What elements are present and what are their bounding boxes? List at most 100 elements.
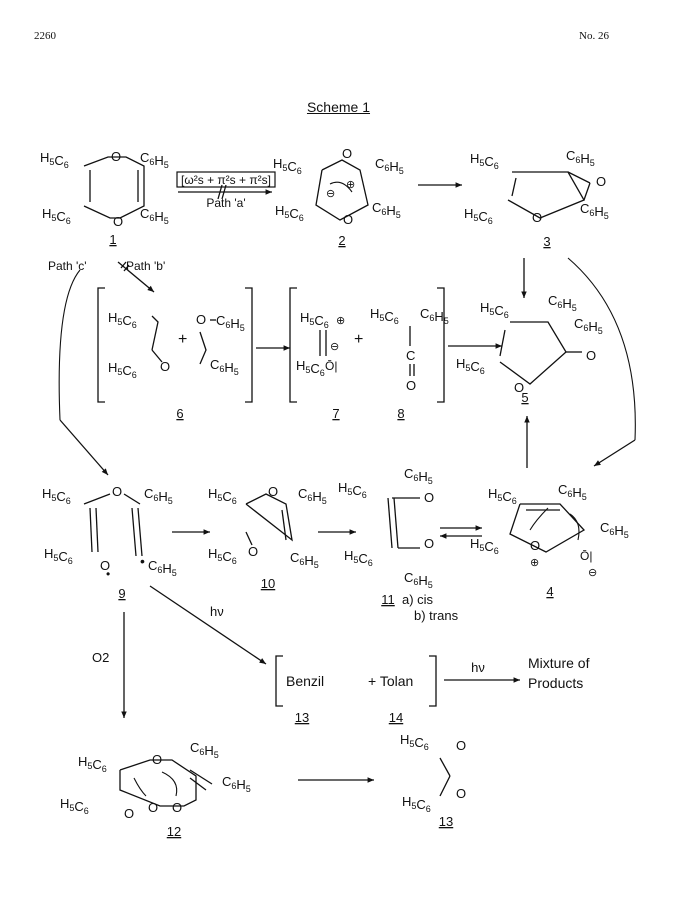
compound-number: 13 [439,814,453,829]
electron-arrow [133,777,147,797]
atom-label: ⊖ [326,188,335,200]
arrow-head [283,345,290,351]
atom-label: O [124,806,134,821]
path-c-arrow [59,419,109,476]
epoxide [567,171,591,184]
atom-label: + [354,331,363,348]
double-bond [89,507,93,553]
arrow-head [121,711,127,718]
phenyl-label: H5C6 [464,206,493,226]
phenyl-label: H5C6 [456,356,485,376]
arrow-head [101,468,108,475]
phenyl-label: H5C6 [208,486,237,506]
atom-label: + [178,331,187,348]
o2-label: O2 [92,650,109,665]
atom-label: C [406,348,415,363]
blocked-mark [217,184,223,200]
phenyl-label: H5C6 [275,203,304,223]
compound-number: 9 [118,586,125,601]
page-number: 2260 [34,30,56,42]
phenyl-label: H5C6 [300,310,329,330]
phenyl-label: C6H5 [404,466,433,486]
blocked-mark [221,184,227,200]
arrow-head [367,777,374,783]
compound-number: 4 [546,584,553,599]
phenyl-label: H5C6 [78,754,107,774]
phenyl-label: C6H5 [144,486,173,506]
bracket-left-13 [275,655,283,707]
atom-label: ⊖ [588,567,597,579]
atom-label: O [532,210,542,225]
arrow-head [521,291,527,298]
phenyl-label: C6H5 [140,150,169,170]
phenyl-label: H5C6 [338,480,367,500]
bracket-right-6 [245,287,253,403]
ring-3 [507,171,585,219]
bond [439,757,451,777]
phenyl-label: H5C6 [470,151,499,171]
double-bond [189,777,207,791]
epoxide [583,182,591,201]
phenyl-label: C6H5 [148,558,177,578]
atom-label: O [456,786,466,801]
arrow-head [265,189,272,195]
phenyl-label: H5C6 [370,306,399,326]
atom-label: O [148,800,158,815]
atom-label: O [160,359,170,374]
phenyl-label: H5C6 [296,358,325,378]
mixture-label-1: Mixture of [528,655,590,671]
atom-label: • [106,567,110,581]
atom-label: ⊕ [346,179,355,191]
electron-arrow [329,181,353,193]
phenyl-label: H5C6 [344,548,373,568]
arrow-head [203,529,210,535]
blocked-mark [120,261,127,269]
phenyl-label: C6H5 [558,482,587,502]
compound-number: 8 [397,406,404,421]
atom-label: ⊕ [336,315,345,327]
chain-6 [151,315,159,351]
compound-number: 6 [176,406,183,421]
compound-number: 2 [338,233,345,248]
phenyl-label: H5C6 [400,732,429,752]
phenyl-label: H5C6 [60,796,89,816]
ring-10 [245,493,293,542]
photolysis-arrow [149,585,267,665]
atom-label: • [140,553,145,569]
phenyl-label: C6H5 [404,570,433,590]
double-bond [511,177,517,197]
arrow-head [594,460,601,466]
compound-number: 1 [109,232,116,247]
carbonyl [245,531,253,546]
phenyl-label: H5C6 [273,156,302,176]
arrow-head [349,529,356,535]
orbital-label: [ω²s + π²s + π²s] [181,173,271,187]
atom-label: O [406,378,416,393]
issue-number: No. 26 [579,30,609,42]
path-c-label: Path 'c' [48,259,87,273]
arrow-3-4 [593,439,636,467]
blocked-mark [123,264,130,272]
phenyl-label: C6H5 [290,550,319,570]
atom-label: O [424,490,434,505]
double-bond [95,507,99,553]
phenyl-label: C6H5 [216,313,245,333]
atom-label: O [342,146,352,161]
atom-label: Ō| [580,549,592,563]
phenyl-label: H5C6 [470,536,499,556]
benzil-label: Benzil [286,673,324,689]
path-b-label: Path 'b' [126,259,165,273]
compound-number: 11 [381,592,395,607]
phenyl-label: H5C6 [208,546,237,566]
atom-label: O [514,380,524,395]
atom-label: O [100,558,110,573]
compound-number: 5 [521,390,528,405]
double-bond [393,497,399,549]
compound-number: 10 [261,576,275,591]
phenyl-label: C6H5 [375,156,404,176]
bond-9 [83,493,111,505]
ring-2 [315,159,369,221]
path-b-arrow [117,261,155,293]
ring-4 [509,503,586,553]
